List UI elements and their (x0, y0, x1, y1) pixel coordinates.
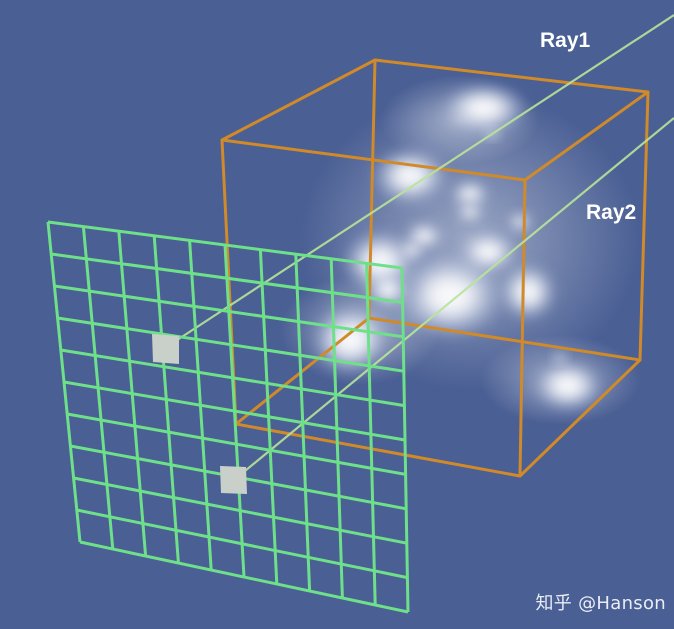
box-edge-top-right (524, 90, 649, 182)
grid-line-horizontal (63, 380, 406, 442)
volume-bounding-box (220, 58, 650, 478)
grid-line-horizontal (54, 284, 404, 339)
rays (167, 14, 674, 481)
volume-blob-15 (552, 352, 568, 364)
grid-line-horizontal (76, 508, 408, 580)
grid-line-horizontal (57, 316, 405, 373)
volume-blob-5 (456, 202, 484, 222)
volume-blob-12 (310, 304, 390, 376)
grid-line-horizontal (60, 348, 405, 408)
box-edge-bottom-left (235, 316, 370, 426)
ray2-pixel (220, 466, 247, 494)
grid-line-horizontal (47, 220, 403, 270)
volume-blob-11 (498, 262, 558, 322)
watermark-text: 知乎 @Hanson (535, 593, 666, 614)
volume-blob-1 (440, 82, 528, 134)
hit-pixels (152, 334, 247, 494)
ray2-line (233, 117, 674, 481)
volume-blob-14 (532, 360, 604, 412)
volume-blob-4 (450, 180, 490, 208)
box-edge-bottom-right (518, 358, 642, 478)
ray1-pixel (152, 334, 179, 364)
box-edge-top-left (221, 58, 376, 142)
grid-line-horizontal (79, 540, 409, 614)
volume-blob-7 (508, 212, 532, 232)
volume-blob-3 (370, 146, 450, 206)
ray1-label: Ray1 (540, 29, 591, 52)
ray1-line (167, 14, 674, 347)
box-front-face (220, 138, 527, 478)
volume-blob-10 (392, 250, 508, 342)
grid-line-horizontal (66, 412, 406, 476)
ray2-label: Ray2 (586, 201, 636, 224)
grid-line-horizontal (50, 252, 403, 304)
volume-blob-16 (398, 240, 426, 260)
grid-line-horizontal (73, 476, 408, 545)
